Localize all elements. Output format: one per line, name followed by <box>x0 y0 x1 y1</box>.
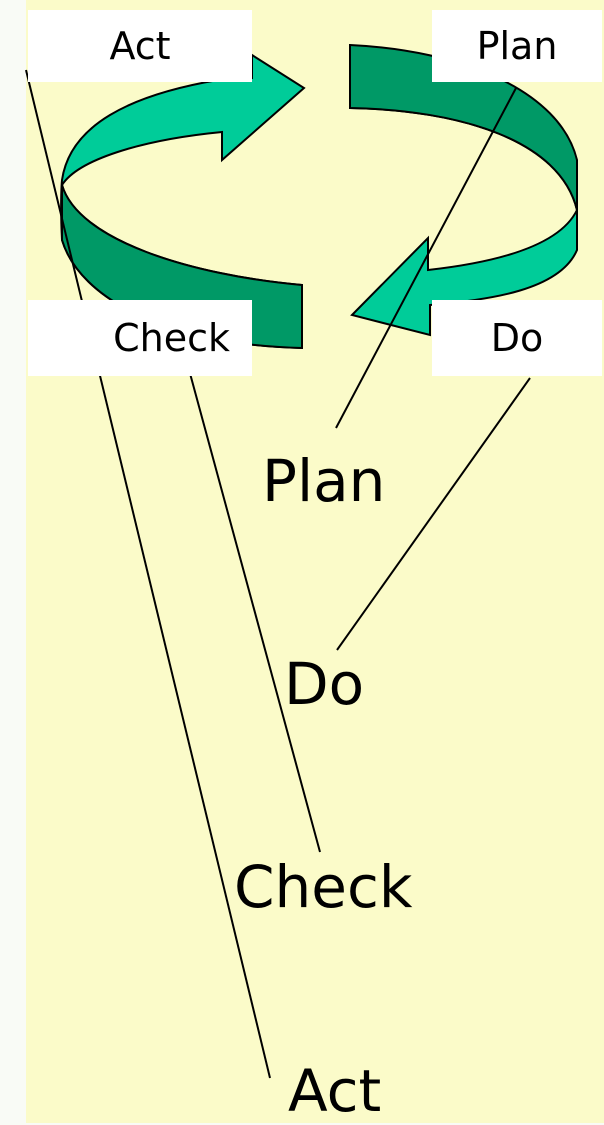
connector-check <box>187 365 321 853</box>
step-plan: Plan <box>262 447 386 515</box>
cycle-label-plan: Plan <box>432 10 602 82</box>
cycle-arrow-plan-to-check <box>349 43 579 337</box>
cycle-label-act: Act <box>28 10 252 82</box>
step-act: Act <box>288 1057 382 1125</box>
cycle-label-check: Check <box>28 300 252 376</box>
background-panel <box>26 0 604 1123</box>
step-do: Do <box>284 650 365 718</box>
step-check: Check <box>234 853 413 921</box>
connector-do <box>336 377 531 651</box>
cycle-label-do: Do <box>432 300 602 376</box>
connector-plan <box>335 87 517 429</box>
connector-act <box>25 69 271 1079</box>
